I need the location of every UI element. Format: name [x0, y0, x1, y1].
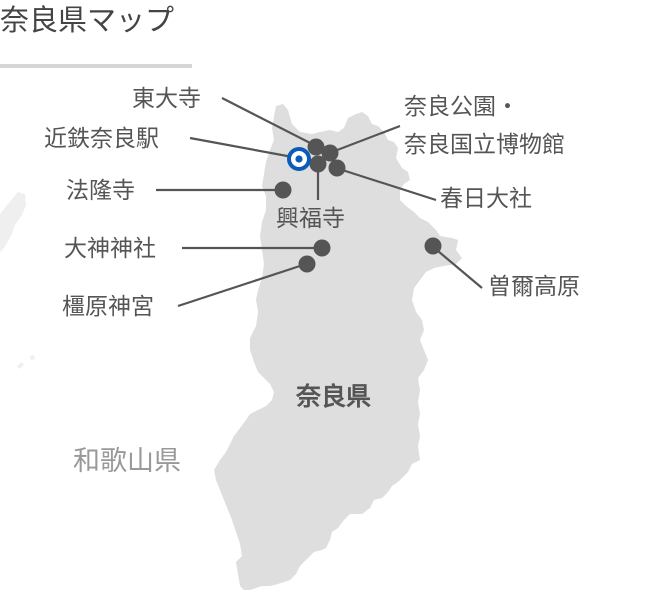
neighbor-land-shape	[17, 355, 35, 369]
leader-line	[189, 136, 299, 160]
prefecture-label: 奈良県	[295, 382, 371, 411]
leader-line	[177, 262, 307, 308]
station-ring-icon[interactable]	[287, 147, 311, 171]
spot-label-kashihara[interactable]: 橿原神宮	[62, 294, 154, 320]
marker-kashihara-icon[interactable]	[298, 255, 316, 273]
neighbor-land-shape	[0, 192, 26, 252]
marker-omiwa-icon[interactable]	[313, 239, 331, 257]
spot-label-omiwa[interactable]: 大神神社	[64, 236, 156, 262]
spot-label-soni[interactable]: 曽爾高原	[488, 274, 580, 300]
page-title: 奈良県マップ	[0, 3, 175, 37]
spot-label-kofukuji[interactable]: 興福寺	[276, 206, 345, 232]
station-label[interactable]: 近鉄奈良駅	[44, 126, 159, 152]
spot-label-horyuji[interactable]: 法隆寺	[66, 178, 135, 204]
neighbor-prefecture-label: 和歌山県	[73, 446, 181, 477]
leader-line	[331, 124, 401, 154]
spot-label-nara-park[interactable]: 奈良公園・	[404, 94, 519, 120]
marker-kofukuji-icon[interactable]	[309, 155, 327, 173]
leader-line	[431, 245, 483, 289]
marker-horyuji-icon[interactable]	[274, 181, 292, 199]
leader-line	[335, 166, 437, 202]
nara-prefecture-shape	[214, 104, 462, 590]
leader-line	[221, 97, 317, 147]
title-underline	[0, 64, 192, 68]
spot-label-kasuga[interactable]: 春日大社	[440, 186, 532, 212]
marker-nara-park-icon[interactable]	[321, 144, 339, 162]
marker-todaiji-icon[interactable]	[307, 138, 325, 156]
marker-soni-icon[interactable]	[424, 237, 442, 255]
spot-label-todaiji[interactable]: 東大寺	[132, 86, 201, 112]
spot-label-nara-museum[interactable]: 奈良国立博物館	[404, 132, 565, 158]
marker-kasuga-icon[interactable]	[328, 159, 346, 177]
